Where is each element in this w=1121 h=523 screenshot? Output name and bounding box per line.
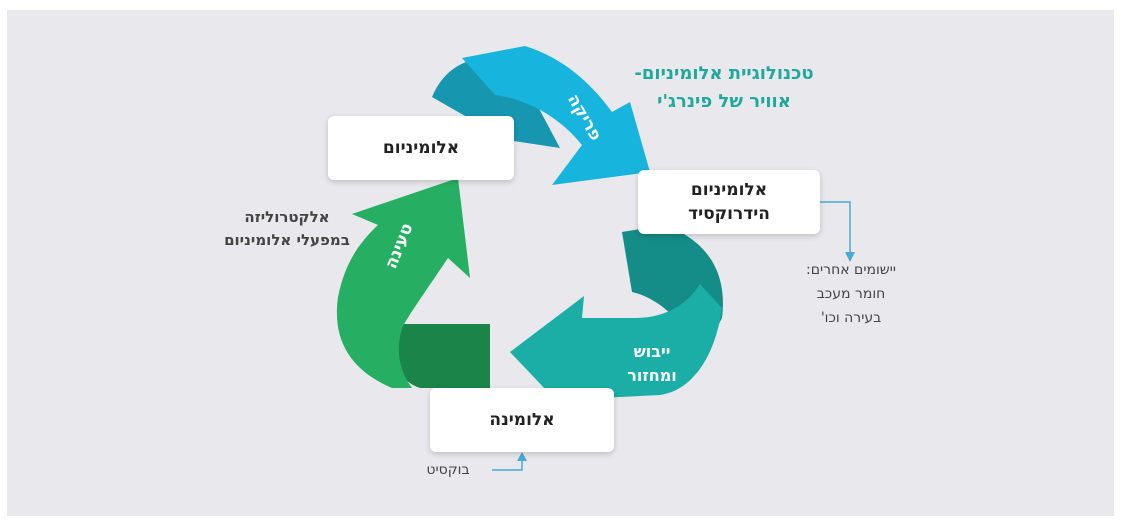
drying-label: ייבוש ומחזור bbox=[612, 340, 692, 388]
node-hydroxide-line-2: הידרוקסיד bbox=[688, 204, 770, 224]
discharge-arrow bbox=[432, 46, 650, 185]
other-uses-note: יישומים אחרים: חומר מעכב בעירה וכו' bbox=[786, 258, 916, 330]
drying-label-line-1: ייבוש bbox=[633, 342, 671, 361]
other-uses-line-1: יישומים אחרים: bbox=[806, 262, 896, 278]
charging-arrow-fold bbox=[390, 324, 490, 388]
diagram-title: טכנולוגיית אלומיניום- אוויר של פינרג'י bbox=[618, 60, 830, 116]
other-uses-line-2: חומר מעכב bbox=[816, 286, 886, 302]
node-alumina: אלומינה bbox=[430, 388, 614, 452]
drying-label-line-2: ומחזור bbox=[627, 366, 677, 385]
electrolysis-note-line-2: במפעלי אלומיניום bbox=[224, 231, 350, 249]
bauxite-note: בוקסיט bbox=[426, 462, 470, 478]
other-uses-line-3: בעירה וכו' bbox=[820, 310, 882, 326]
charging-arrow bbox=[336, 178, 490, 388]
connector-lines bbox=[492, 201, 855, 471]
node-aluminum-hydroxide: אלומיניום הידרוקסיד bbox=[638, 170, 820, 234]
node-aluminum: אלומיניום bbox=[328, 116, 514, 180]
charging-arrow-body bbox=[336, 178, 470, 388]
diagram-title-line-1: טכנולוגיית אלומיניום- bbox=[634, 63, 814, 84]
node-alumina-label: אלומינה bbox=[489, 410, 555, 430]
node-aluminum-label: אלומיניום bbox=[382, 138, 460, 158]
connector-other-uses bbox=[820, 201, 851, 256]
connector-bauxite bbox=[492, 458, 523, 471]
node-hydroxide-line-1: אלומיניום bbox=[690, 180, 768, 200]
electrolysis-note-line-1: אלקטרוליזה bbox=[244, 208, 330, 226]
connector-other-uses-arrowhead bbox=[845, 252, 855, 262]
discharge-arrow-body bbox=[462, 46, 650, 185]
connector-bauxite-arrowhead bbox=[517, 452, 527, 461]
electrolysis-note: אלקטרוליזה במפעלי אלומיניום bbox=[212, 206, 362, 252]
discharge-arrow-fold bbox=[432, 56, 560, 148]
diagram-title-line-2: אוויר של פינרג'י bbox=[657, 91, 791, 112]
